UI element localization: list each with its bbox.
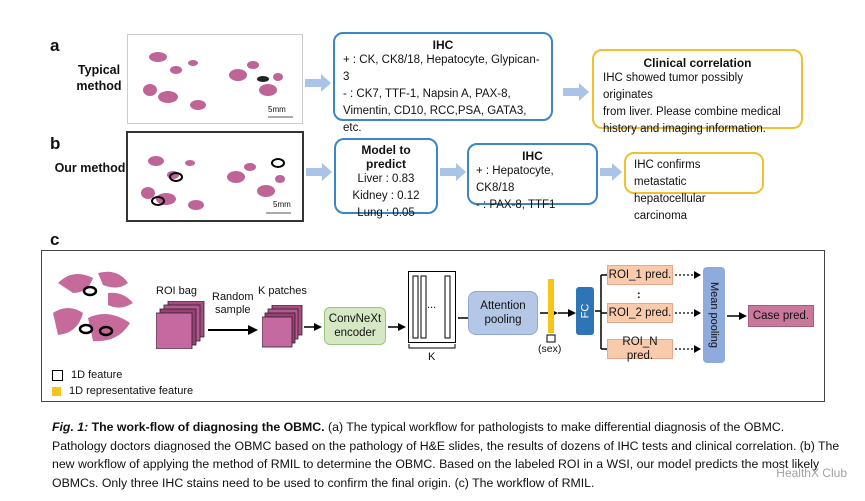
arrow-to-encoder — [304, 323, 322, 331]
caption-fig-label: Fig. 1: — [52, 420, 89, 434]
legend-representative: 1D representative feature — [52, 385, 193, 397]
representative-feature-bar — [546, 279, 556, 343]
panel-a-row-label-line1: Typical — [77, 63, 121, 77]
roi-n-pred: ROI_N pred. — [607, 336, 673, 362]
legend-yellow-square-icon — [52, 386, 61, 396]
fc-to-roi-bracket — [595, 274, 607, 350]
panel-a-tissue-image — [143, 52, 293, 118]
panel-a-ihc-plus: + : CK, CK8/18, Hepatocyte, Glypican-3 — [343, 54, 540, 83]
panel-b-wsi-slide: 5mm — [126, 131, 304, 222]
encoder-line1: ConvNeXt — [328, 313, 382, 325]
panel-a-wsi-slide: 5mm — [127, 34, 303, 124]
panel-a-clinical-title: Clinical correlation — [643, 56, 752, 70]
panel-b-arrow-3 — [600, 163, 622, 181]
panel-b-model-title: Model to predict — [361, 143, 411, 171]
fc-label: FC — [578, 303, 591, 319]
panel-b-arrow-2 — [440, 163, 466, 181]
panel-b-model-box: Model to predict Liver : 0.83 Kidney : 0… — [334, 138, 438, 219]
attention-line2: pooling — [484, 314, 522, 326]
panel-a-letter: a — [50, 36, 60, 55]
encoder-line2: encoder — [334, 327, 376, 339]
arrow-to-fc — [558, 309, 576, 317]
panel-a-arrow-1 — [305, 74, 331, 92]
panel-a-clinical-line2: from liver. Please combine medical — [603, 106, 781, 118]
figure-caption: Fig. 1: The work-flow of diagnosing the … — [52, 418, 842, 492]
panel-a-scale-bar: 5mm — [268, 105, 286, 114]
roi-vertical-dots: : — [637, 289, 641, 301]
panel-a-clinical-box: Clinical correlation IHC showed tumor po… — [592, 49, 803, 135]
panel-b-pred-lung: Lung : 0.05 — [357, 207, 415, 219]
roi-bag-stack — [156, 301, 205, 349]
legend-1d-feature-label: 1D feature — [71, 369, 123, 381]
panel-c-wsi-image — [53, 271, 133, 342]
panel-a-row-label: Typical method — [70, 62, 128, 94]
sex-label: (sex) — [538, 343, 562, 355]
legend-white-square-icon — [52, 369, 63, 381]
legend-1d-feature: 1D feature — [52, 369, 122, 381]
panel-b-arrow-1 — [306, 163, 332, 181]
panel-b-tissue-image — [141, 156, 291, 214]
k-feature-columns — [408, 271, 456, 343]
panel-c-letter: c — [50, 230, 60, 249]
roi-1-pred: ROI_1 pred. — [607, 265, 673, 285]
attention-pooling: Attention pooling — [468, 291, 538, 335]
convnext-encoder: ConvNeXt encoder — [324, 307, 386, 345]
panel-b-scale-bar: 5mm — [273, 200, 291, 209]
arrow-to-features — [388, 323, 406, 331]
panel-b-result-line2: hepatocellular carcinoma — [634, 193, 706, 222]
k-brace — [408, 344, 456, 349]
k-label: K — [428, 351, 436, 363]
attention-line1: Attention — [480, 300, 526, 312]
random-sample-line2: sample — [215, 304, 251, 316]
caption-text: (a) The typical workflow for pathologist… — [52, 420, 840, 490]
panel-b-result-line1: IHC confirms metastatic — [634, 159, 701, 188]
watermark: HealthX Club — [776, 466, 847, 480]
fc-layer: FC — [576, 287, 594, 335]
k-patches-label: K patches — [258, 285, 307, 297]
random-sample-label: Random sample — [212, 291, 254, 317]
panel-a-row-label-line2: method — [76, 79, 122, 93]
k-patches-stack — [262, 305, 303, 348]
arrow-to-case — [727, 312, 747, 320]
panel-a-clinical-line3: history and imaging information. — [603, 123, 766, 135]
roi-2-pred: ROI_2 pred. — [607, 303, 673, 323]
random-sample-arrow — [208, 325, 258, 335]
legend-representative-label: 1D representative feature — [69, 385, 194, 397]
panel-b-pred-kidney: Kidney : 0.12 — [352, 190, 420, 202]
panel-a-ihc-box: IHC + : CK, CK8/18, Hepatocyte, Glypican… — [333, 32, 553, 134]
panel-b-ihc-plus: + : Hepatocyte, CK8/18 — [476, 165, 554, 194]
panel-b-ihc-box: IHC + : Hepatocyte, CK8/18 - : PAX-8, TT… — [467, 143, 598, 211]
roi-bag-label: ROI bag — [156, 285, 197, 297]
panel-b-letter: b — [50, 134, 61, 153]
panel-a-ihc-minus-1: - : CK7, TTF-1, Napsin A, PAX-8, — [343, 88, 511, 100]
panel-b-ihc-minus: - : PAX-8, TTF1 — [476, 199, 556, 211]
panel-a-clinical-line1: IHC showed tumor possibly originates — [603, 72, 743, 101]
panel-b-ihc-title: IHC — [522, 149, 543, 163]
panel-a-ihc-minus-2: Vimentin, CD10, RCC,PSA, GATA3, etc. — [343, 105, 527, 134]
panel-b-row-label: Our method — [54, 161, 126, 175]
panel-b-pred-liver: Liver : 0.83 — [357, 173, 415, 185]
feature-dots: ... — [427, 299, 437, 311]
panel-c-frame: ROI bag Random sample K patches ConvN — [41, 250, 825, 402]
case-pred: Case pred. — [748, 305, 814, 327]
mean-pooling-label: Mean pooling — [708, 281, 720, 349]
mean-pooling: Mean pooling — [703, 267, 725, 363]
panel-a-ihc-title: IHC — [432, 38, 454, 52]
random-sample-line1: Random — [212, 291, 254, 303]
panel-b-result-box: IHC confirms metastatic hepatocellular c… — [624, 152, 764, 222]
roi-to-mean-arrows — [675, 271, 701, 353]
caption-title: The work-flow of diagnosing the OBMC. — [91, 420, 325, 434]
panel-a-arrow-2 — [563, 83, 589, 101]
